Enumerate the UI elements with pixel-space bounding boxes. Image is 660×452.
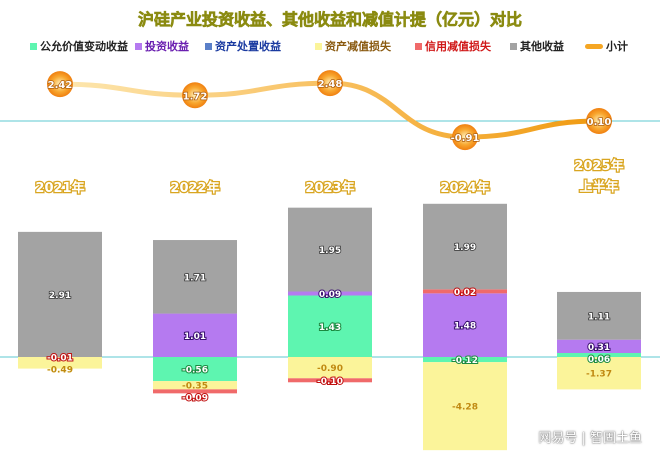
legend-swatch [510, 42, 517, 50]
bar-segment-asset [288, 357, 372, 379]
legend-item-fair: 公允价值变动收益 [30, 38, 128, 54]
legend-item-disposal: 资产处置收益 [205, 38, 281, 54]
data-label-asset: -0.49 [47, 366, 73, 376]
legend-item-credit: 信用减值损失 [415, 38, 491, 54]
bar-segment-other [153, 240, 237, 314]
bar-segment-asset [18, 357, 102, 369]
legend-swatch [415, 42, 422, 50]
legend-label: 信用减值损失 [425, 40, 491, 53]
bar-segment-other [557, 291, 641, 340]
chart-title: 沪硅产业投资收益、其他收益和减值计提（亿元）对比 [137, 10, 523, 30]
subtotal-point [452, 124, 478, 151]
category-label: 2024年 [440, 180, 489, 196]
data-label-invest: 0.31 [588, 343, 610, 353]
bar-segment-asset [153, 381, 237, 390]
bar-segment-invest [288, 291, 372, 296]
subtotal-point [47, 71, 73, 98]
legend-swatch [135, 42, 142, 50]
legend-label: 投资收益 [145, 40, 189, 53]
category-label: 上半年 [579, 179, 618, 195]
data-label-invest: 0.09 [319, 290, 341, 300]
bar-segment-invest [557, 339, 641, 353]
legend-item-asset: 资产减值损失 [315, 38, 391, 54]
bar-segment-other [18, 231, 102, 357]
legend-swatch [205, 42, 212, 50]
bar-segment-fair [153, 357, 237, 382]
bar-segment-credit [153, 389, 237, 394]
subtotal-point [182, 82, 208, 109]
data-label-other: 2.91 [49, 291, 71, 301]
legend-label: 资产减值损失 [325, 40, 391, 53]
subtotal-label: 2.48 [318, 79, 343, 90]
bar-segment-fair [423, 357, 507, 363]
legend-label: 小计 [606, 40, 628, 53]
data-label-credit: -0.09 [182, 394, 208, 404]
category-label: 2025年 [574, 158, 623, 174]
legend-label: 资产处置收益 [215, 40, 281, 53]
bar-segment-other [423, 203, 507, 290]
bar-segment-other [288, 207, 372, 292]
data-label-invest: 1.48 [454, 322, 476, 332]
category-label: 2021年 [35, 180, 84, 196]
subtotal-label: 2.42 [48, 80, 73, 91]
legend: 公允价值变动收益 投资收益 资产处置收益 资产减值损失 信用减值损失 其他收益 小计 [30, 38, 650, 54]
category-label: 2022年 [170, 180, 219, 196]
data-label-other: 1.99 [454, 243, 476, 253]
bar-segment-asset [557, 357, 641, 390]
legend-item-other: 其他收益 [510, 38, 564, 54]
data-label-asset: -1.37 [586, 370, 612, 380]
bar-segment-fair [288, 295, 372, 357]
data-label-fair: -0.56 [182, 366, 208, 376]
data-label-asset: -0.35 [182, 382, 208, 392]
data-label-other: 1.71 [184, 273, 206, 283]
data-label-credit: 0.02 [454, 288, 476, 298]
subtotal-label: 0.10 [587, 117, 612, 128]
data-label-other: 1.11 [588, 312, 610, 322]
legend-item-total: 小计 [585, 38, 628, 54]
data-label-other: 1.95 [319, 246, 341, 256]
subtotal-label: -0.91 [451, 133, 480, 144]
legend-label: 公允价值变动收益 [40, 40, 128, 53]
bar-segment-credit [423, 289, 507, 294]
data-label-credit: -0.10 [317, 377, 343, 387]
data-label-asset: -0.90 [317, 364, 343, 374]
data-label-invest: 1.01 [184, 332, 206, 342]
legend-label: 其他收益 [520, 40, 564, 53]
legend-swatch [30, 42, 37, 50]
data-label-asset: -4.28 [452, 403, 478, 413]
bar-segment-fair [557, 353, 641, 357]
data-label-fair: -0.12 [452, 356, 478, 366]
subtotal-point [586, 108, 612, 135]
watermark: 网易号 | 智固土鱼 [538, 431, 642, 446]
legend-item-invest: 投资收益 [135, 38, 189, 54]
data-label-credit: -0.01 [47, 354, 73, 364]
category-label: 2023年 [305, 180, 354, 196]
legend-swatch [585, 43, 603, 49]
bar-segment-asset [423, 362, 507, 451]
data-label-fair: 1.43 [319, 323, 341, 333]
bar-segment-invest [153, 313, 237, 357]
data-label-fair: 0.06 [588, 355, 610, 365]
subtotal-label: 1.72 [183, 91, 208, 102]
legend-swatch [315, 42, 322, 50]
subtotal-point [317, 70, 343, 97]
bar-segment-credit [288, 378, 372, 383]
bar-segment-invest [423, 293, 507, 357]
